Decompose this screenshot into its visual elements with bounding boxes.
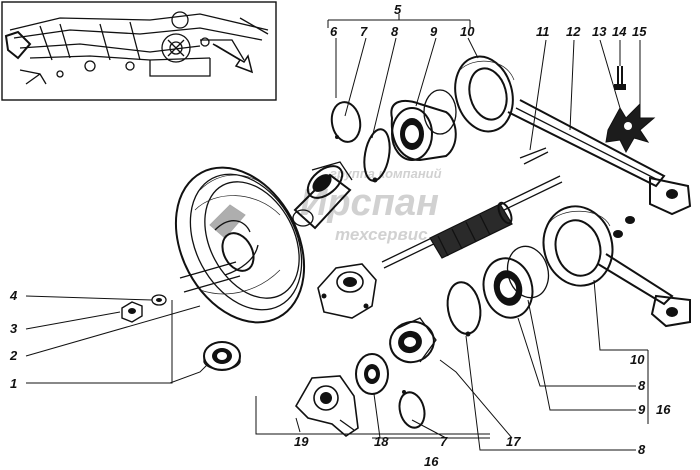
callout-2: 2 [9,348,18,363]
callout-labels: 1 2 3 4 5 6 7 8 9 10 11 12 13 14 15 10 8… [9,2,671,469]
pulley [174,166,306,324]
callout-13: 13 [592,24,607,39]
bearing-assembly-lower [389,317,437,364]
callout-4: 4 [9,288,18,303]
bearing-small-lower [355,353,389,395]
star-sprocket [605,66,656,154]
callout-8-bottom-right: 8 [638,442,646,457]
watermark-line3: техсервис [335,225,428,244]
nut-and-washer [121,294,167,323]
connecting-rod-upper [454,55,692,216]
callout-6: 6 [330,24,338,39]
callout-17: 17 [506,434,521,449]
watermark-line1: группа компаний [330,166,442,181]
callout-8-top: 8 [391,24,399,39]
callout-18: 18 [374,434,389,449]
callout-10-top: 10 [460,24,475,39]
callout-10-right: 10 [630,352,645,367]
shaft-with-rotor [381,175,563,269]
circlip-lower [398,390,426,429]
connecting-rod-lower [542,205,691,328]
callout-5: 5 [394,2,402,17]
callout-9-top: 9 [430,24,438,39]
machine-inset [1,1,277,101]
callout-19: 19 [294,434,309,449]
ring-lower [446,281,482,337]
leader-lines [25,14,649,451]
callout-1: 1 [10,376,17,391]
bearing-small-left [203,341,241,371]
callout-11: 11 [536,24,550,39]
callout-7-bottom: 7 [440,434,448,449]
callout-14: 14 [612,24,627,39]
pillow-block-lower [295,375,359,438]
harvester-sketch [4,11,269,85]
callout-7-top: 7 [360,24,368,39]
bearing-upper [390,89,457,162]
callout-8-right: 8 [638,378,646,393]
callout-16-bottom: 16 [424,454,439,469]
ring-upper [363,128,391,183]
bearing-hub [292,161,353,230]
circlip-upper [330,101,362,143]
callout-9-right: 9 [638,402,646,417]
pillow-block-upper [317,263,377,319]
callout-15: 15 [632,24,647,39]
pointer-arrow [212,43,254,74]
bearing-lower-right [482,245,550,319]
callout-12: 12 [566,24,581,39]
callout-16-right: 16 [656,402,671,417]
callout-3: 3 [10,321,18,336]
